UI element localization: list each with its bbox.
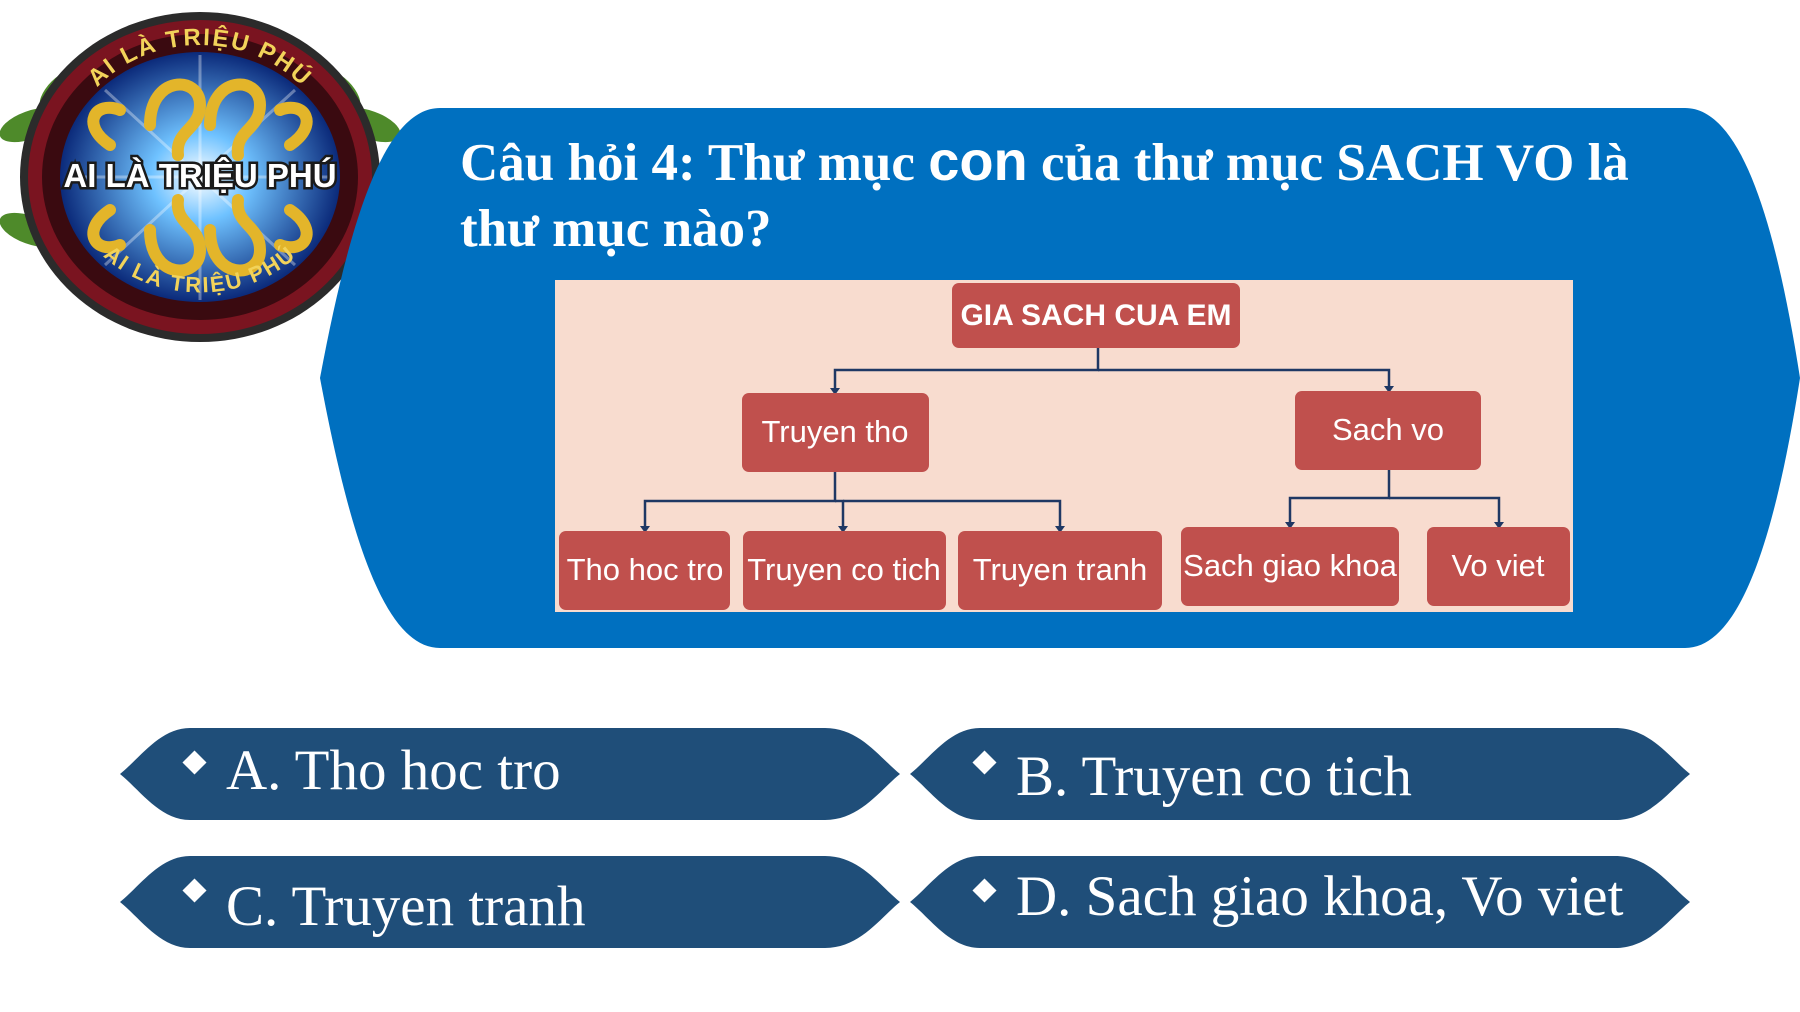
tree-node-root: GIA SACH CUA EM xyxy=(952,283,1240,348)
tree-node-truyen-co-tich: Truyen co tich xyxy=(743,531,946,610)
tree-node-vo-viet-label: Vo viet xyxy=(1451,548,1544,583)
answer-d-shape xyxy=(910,856,1690,948)
tree-node-tho-hoc-tro: Tho hoc tro xyxy=(559,531,730,610)
answer-a-button[interactable]: A. Tho hoc tro xyxy=(120,728,900,820)
answer-d-button[interactable]: D. Sach giao khoa, Vo viet xyxy=(910,856,1690,948)
answer-c-shape xyxy=(120,856,900,948)
ai-la-trieu-phu-logo: AI LÀ TRIỆU PHÚ AI LÀ TRIỆU PHÚ AI LÀ TR… xyxy=(0,12,400,342)
answer-a-shape xyxy=(120,728,900,820)
folder-tree-diagram: GIA SACH CUA EM Truyen tho Sach vo Tho h… xyxy=(555,280,1573,612)
tree-node-truyen-tranh: Truyen tranh xyxy=(958,531,1162,610)
answer-b-label: B. Truyen co tich xyxy=(1016,745,1412,808)
logo-title: AI LÀ TRIỆU PHÚ xyxy=(63,157,336,194)
answer-b-shape xyxy=(910,728,1690,820)
question-text-emphasis: con xyxy=(928,129,1028,192)
answer-c-button[interactable]: C. Truyen tranh xyxy=(120,856,900,948)
tree-node-truyen-tho-label: Truyen tho xyxy=(761,414,908,449)
answer-d-label: D. Sach giao khoa, Vo viet xyxy=(1016,865,1624,928)
answer-c-label: C. Truyen tranh xyxy=(226,875,586,938)
answer-a-label: A. Tho hoc tro xyxy=(226,739,561,802)
tree-node-sach-vo-label: Sach vo xyxy=(1332,412,1444,447)
tree-node-tho-hoc-tro-label: Tho hoc tro xyxy=(567,552,724,587)
question-text-part2: của thư mục SACH VO là thư mục nào? xyxy=(460,134,1629,258)
tree-node-truyen-tho: Truyen tho xyxy=(742,393,929,472)
tree-node-vo-viet: Vo viet xyxy=(1427,527,1570,606)
tree-node-sach-giao-khoa: Sach giao khoa xyxy=(1181,527,1399,606)
answer-b-button[interactable]: B. Truyen co tich xyxy=(910,728,1690,820)
tree-connectors xyxy=(643,348,1501,528)
tree-node-truyen-co-tich-label: Truyen co tich xyxy=(747,552,941,587)
tree-node-truyen-tranh-label: Truyen tranh xyxy=(973,552,1148,587)
question-text: Câu hỏi 4: Thư mục con của thư mục SACH … xyxy=(460,128,1660,262)
tree-node-root-label: GIA SACH CUA EM xyxy=(960,299,1231,332)
tree-node-sach-vo: Sach vo xyxy=(1295,391,1481,470)
tree-node-sach-giao-khoa-label: Sach giao khoa xyxy=(1183,548,1397,583)
question-text-part1: Câu hỏi 4: Thư mục xyxy=(460,134,929,192)
